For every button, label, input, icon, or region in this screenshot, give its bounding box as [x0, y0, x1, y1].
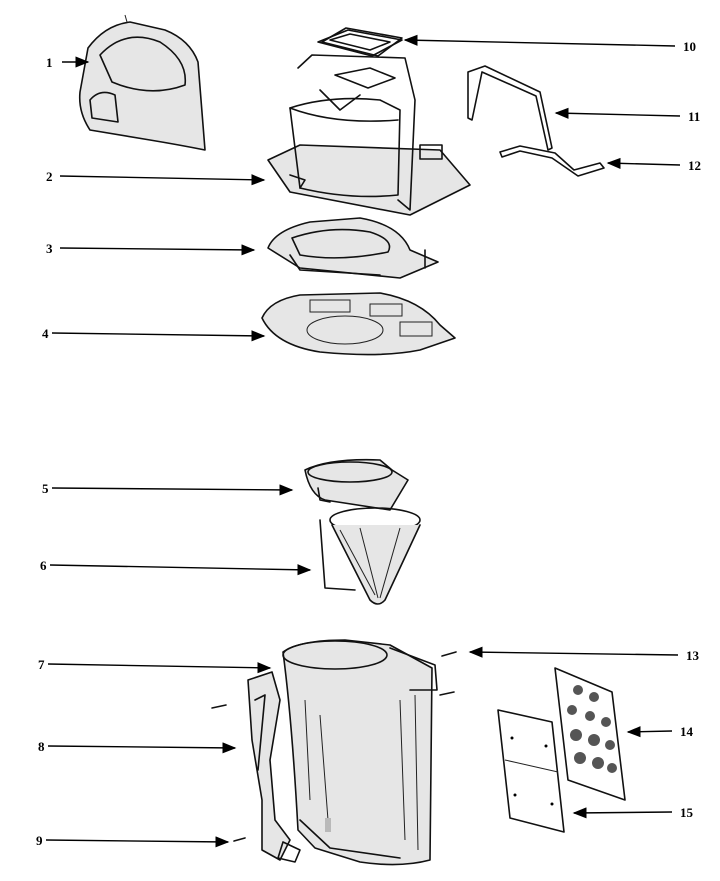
part-label-10: 10 — [683, 39, 696, 54]
part-15-panel — [497, 709, 565, 833]
part-11-wire-bail — [467, 65, 553, 151]
part-5-basket-holder — [304, 458, 409, 511]
part-label-4: 4 — [42, 326, 49, 341]
part-7-main-body — [282, 639, 438, 866]
part-label-1: 1 — [46, 55, 53, 70]
part-12-wire-spring — [499, 145, 605, 177]
part-label-15: 15 — [680, 805, 694, 820]
part-label-12: 12 — [688, 158, 701, 173]
part-label-6: 6 — [40, 558, 47, 573]
part-label-14: 14 — [680, 724, 694, 739]
part-3-heater-plate — [267, 217, 439, 279]
part-label-7: 7 — [38, 657, 45, 672]
part-6-filter-basket — [319, 507, 421, 605]
part-label-13: 13 — [686, 648, 700, 663]
part-10-lid-seal — [321, 27, 403, 57]
part-1-cover — [78, 14, 206, 151]
part-2-reservoir-housing — [267, 29, 471, 216]
part-label-9: 9 — [36, 833, 43, 848]
part-label-3: 3 — [46, 241, 53, 256]
part-13-screws — [211, 651, 457, 709]
part-9-screw — [233, 837, 246, 842]
part-labels: 1 2 3 4 5 6 7 8 9 10 11 12 13 14 15 — [36, 39, 701, 848]
part-label-8: 8 — [38, 739, 45, 754]
part-8-handle — [247, 671, 301, 863]
leader-lines — [45, 34, 681, 848]
part-label-11: 11 — [688, 109, 700, 124]
part-label-5: 5 — [42, 481, 49, 496]
part-label-2: 2 — [46, 169, 53, 184]
part-4-base-gasket — [261, 292, 456, 356]
part-14-grille — [554, 667, 626, 801]
